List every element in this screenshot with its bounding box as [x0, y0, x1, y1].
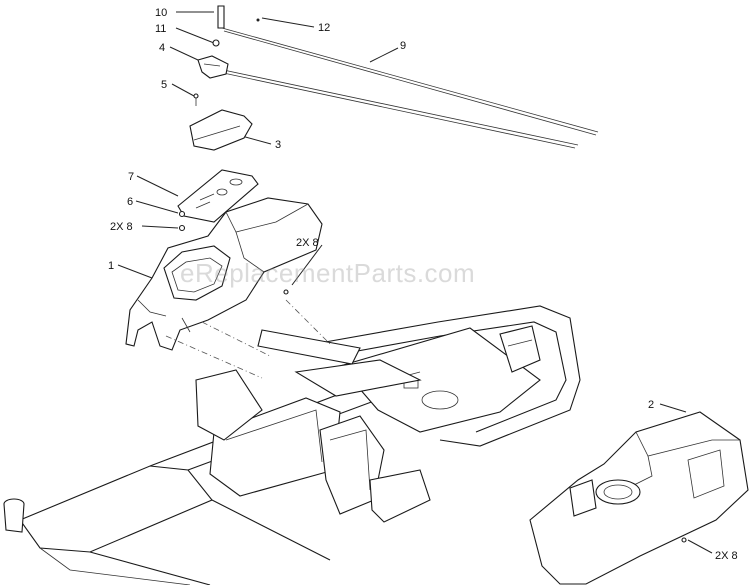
callout-11: 11 — [155, 23, 166, 35]
callout-labels: 10 12 11 4 9 5 3 7 6 2X 8 1 2X 8 2 2X 8 — [108, 7, 738, 562]
cover-plate-part-3 — [189, 93, 253, 151]
lever-part-10 — [217, 5, 225, 29]
console-part-1 — [125, 197, 323, 379]
console-part-2 — [529, 411, 749, 585]
callout-4: 4 — [159, 42, 165, 54]
callout-2x8-lower: 2X 8 — [715, 550, 738, 562]
callout-2x8-middle: 2X 8 — [296, 237, 319, 249]
bracket-part-4 — [197, 55, 229, 79]
leader-lines — [117, 11, 713, 554]
callout-12: 12 — [318, 22, 330, 34]
fastener-part-8c — [681, 537, 687, 543]
callout-1: 1 — [108, 260, 114, 272]
callout-10: 10 — [155, 7, 167, 19]
pin-part-12 — [256, 18, 260, 22]
watermark: eReplacementParts.com — [180, 258, 476, 288]
callout-7: 7 — [128, 171, 134, 183]
nut-part-11 — [212, 39, 220, 47]
fastener-part-8a — [178, 224, 186, 232]
callout-9: 9 — [400, 40, 406, 52]
callout-5: 5 — [161, 79, 167, 91]
callout-2: 2 — [648, 399, 654, 411]
control-plate-part-7 — [177, 169, 259, 232]
callout-3: 3 — [275, 139, 281, 151]
fastener-part-6 — [178, 210, 186, 218]
callout-6: 6 — [127, 196, 133, 208]
callout-2x8-upper: 2X 8 — [110, 221, 133, 233]
fastener-part-8b — [283, 289, 289, 295]
control-rods — [197, 5, 599, 149]
chassis-frame — [3, 299, 581, 585]
screw-part-5 — [193, 93, 199, 99]
